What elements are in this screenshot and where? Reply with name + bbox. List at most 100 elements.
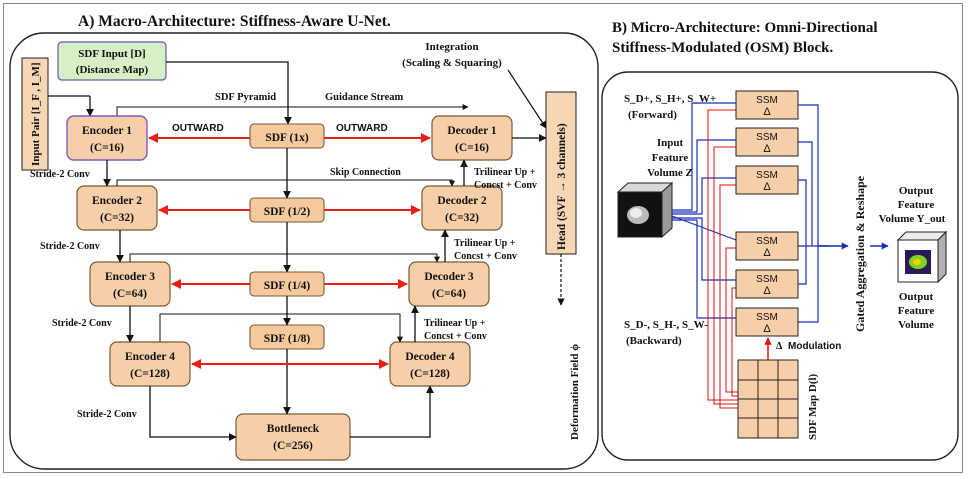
ssm-4-delta: Δ	[763, 247, 771, 259]
input-feature-line2: Feature	[652, 152, 689, 164]
skip-connection-2	[129, 253, 440, 263]
decoder-2-name: Decoder 2	[437, 195, 487, 207]
sdf-input-arrow	[166, 61, 292, 125]
upsample-1-line1: Trilinear Up +	[474, 167, 536, 178]
outward-left-label: OUTWARD	[172, 123, 224, 134]
upsample-2-line1: Trilinear Up +	[454, 238, 516, 249]
backward-line1: S_D-, S_H-, S_W-	[624, 319, 708, 331]
upsample-3-line1: Trilinear Up +	[424, 318, 486, 329]
output-top-line1: Output	[899, 185, 934, 197]
output-top-line2: Feature	[898, 199, 935, 211]
sdf-pyramid-label: SDF Pyramid	[215, 92, 276, 103]
decoder-3-channels: (C=64)	[432, 288, 466, 300]
head-label: Head (SVF → 3 channels)	[556, 123, 568, 250]
encoder-2: Encoder 2 (C=32)	[76, 185, 158, 231]
sdf-level-1: SDF (1x)	[249, 123, 325, 149]
sdf-map-grid	[737, 359, 799, 439]
output-top-line3: Volume Y_out	[879, 213, 946, 225]
encoder-4-channels: (C=128)	[130, 368, 170, 380]
micro-title-line2: Stiffness-Modulated (OSM) Block.	[612, 40, 834, 56]
sdf-level-3-label: SDF (1/4)	[264, 280, 311, 292]
sdf-level-4: SDF (1/8)	[249, 324, 325, 350]
ssm-block-2: SSM Δ	[735, 127, 799, 157]
encoder-3-channels: (C=64)	[113, 288, 147, 300]
integration-line2: (Scaling & Squaring)	[402, 57, 502, 69]
sdf-level-2: SDF (1/2)	[249, 197, 325, 223]
input-feature-cube	[616, 181, 674, 239]
sdf-level-2-label: SDF (1/2)	[264, 206, 311, 218]
sdf-map-label: SDF Map D(l)	[807, 373, 819, 440]
ssm-3-delta: Δ	[763, 181, 771, 193]
encoder-1: Encoder 1 (C=16)	[66, 115, 148, 161]
input-feature-line1: Input	[657, 137, 684, 149]
modulation-label: Modulation	[788, 341, 841, 352]
integration-line1: Integration	[425, 41, 478, 53]
decoder-3-name: Decoder 3	[424, 271, 474, 283]
output-bottom-line2: Feature	[898, 305, 935, 317]
stride-label-1: Stride-2 Conv	[30, 169, 90, 180]
upsample-1-line2: Concst + Conv	[474, 180, 537, 191]
bottleneck-to-dec4	[350, 385, 434, 438]
input-fanout-lines	[671, 102, 737, 319]
micro-panel	[601, 71, 959, 461]
ssm-block-4: SSM Δ	[735, 231, 799, 261]
encoder-3: Encoder 3 (C=64)	[89, 261, 171, 307]
sdf-input-box	[57, 41, 167, 81]
ssm-4-label: SSM	[756, 236, 778, 247]
decoder-2: Decoder 2 (C=32)	[421, 185, 503, 231]
decoder-4: Decoder 4 (C=128)	[389, 341, 471, 387]
outward-right-label: OUTWARD	[336, 123, 388, 134]
ssm-6-label: SSM	[756, 312, 778, 323]
ssm-5-label: SSM	[756, 274, 778, 285]
bottleneck-channels: (C=256)	[273, 440, 313, 452]
output-bottom-line3: Volume	[898, 319, 934, 331]
encoder-3-name: Encoder 3	[105, 271, 155, 283]
guidance-stream-label: Guidance Stream	[325, 92, 404, 103]
upsample-2-line2: Concst + Conv	[454, 251, 517, 262]
backward-line2: (Backward)	[626, 335, 682, 347]
skip-connection-1	[116, 179, 455, 187]
input-feature-line3: Volume Z	[647, 167, 693, 179]
ssm-output-lines	[798, 104, 830, 323]
decoder-1-name: Decoder 1	[447, 125, 497, 137]
decoder-1-channels: (C=16)	[455, 142, 489, 154]
macro-panel	[9, 32, 599, 470]
output-bottom-line1: Output	[899, 291, 934, 303]
bottleneck: Bottleneck (C=256)	[235, 413, 351, 461]
sdf-level-4-label: SDF (1/8)	[264, 333, 311, 345]
ssm-2-delta: Δ	[763, 143, 771, 155]
micro-title-line1: B) Micro-Architecture: Omni-Directional	[612, 20, 877, 36]
forward-line2: (Forward)	[628, 109, 677, 121]
gated-aggregation-label: Gated Aggregation & Reshape	[853, 175, 867, 332]
bottleneck-name: Bottleneck	[267, 423, 320, 435]
encoder-2-channels: (C=32)	[100, 212, 134, 224]
decoder-1: Decoder 1 (C=16)	[431, 115, 513, 161]
sdf-level-1-label: SDF (1x)	[265, 132, 309, 144]
skip-connection-label: Skip Connection	[330, 167, 401, 178]
ssm-block-1: SSM Δ	[735, 90, 799, 120]
ssm-2-label: SSM	[756, 132, 778, 143]
sdf-input-line2: (Distance Map)	[76, 64, 149, 76]
guidance-stream-line	[116, 104, 469, 116]
decoder-2-channels: (C=32)	[445, 212, 479, 224]
skip-connection-3	[159, 313, 403, 343]
stride-label-4: Stride-2 Conv	[77, 409, 137, 420]
head-box	[545, 91, 577, 255]
ssm-5-delta: Δ	[763, 285, 771, 297]
figure-frame	[3, 3, 963, 473]
input-pair-label: Input Pair [I_F , I_M]	[30, 62, 42, 166]
input-pair-box	[21, 57, 49, 171]
upsample-3-line2: Concst + Conv	[424, 331, 487, 342]
decoder-4-channels: (C=128)	[410, 368, 450, 380]
stride-label-2: Stride-2 Conv	[40, 241, 100, 252]
encoder-1-name: Encoder 1	[82, 125, 132, 137]
stride-label-3: Stride-2 Conv	[52, 318, 112, 329]
ssm-block-5: SSM Δ	[735, 269, 799, 299]
ssm-1-delta: Δ	[763, 106, 771, 118]
modulation-delta: Δ	[776, 341, 783, 352]
decoder-3: Decoder 3 (C=64)	[408, 261, 490, 307]
ssm-6-delta: Δ	[763, 323, 771, 335]
ssm-block-3: SSM Δ	[735, 165, 799, 195]
sdf-level-3: SDF (1/4)	[249, 271, 325, 297]
